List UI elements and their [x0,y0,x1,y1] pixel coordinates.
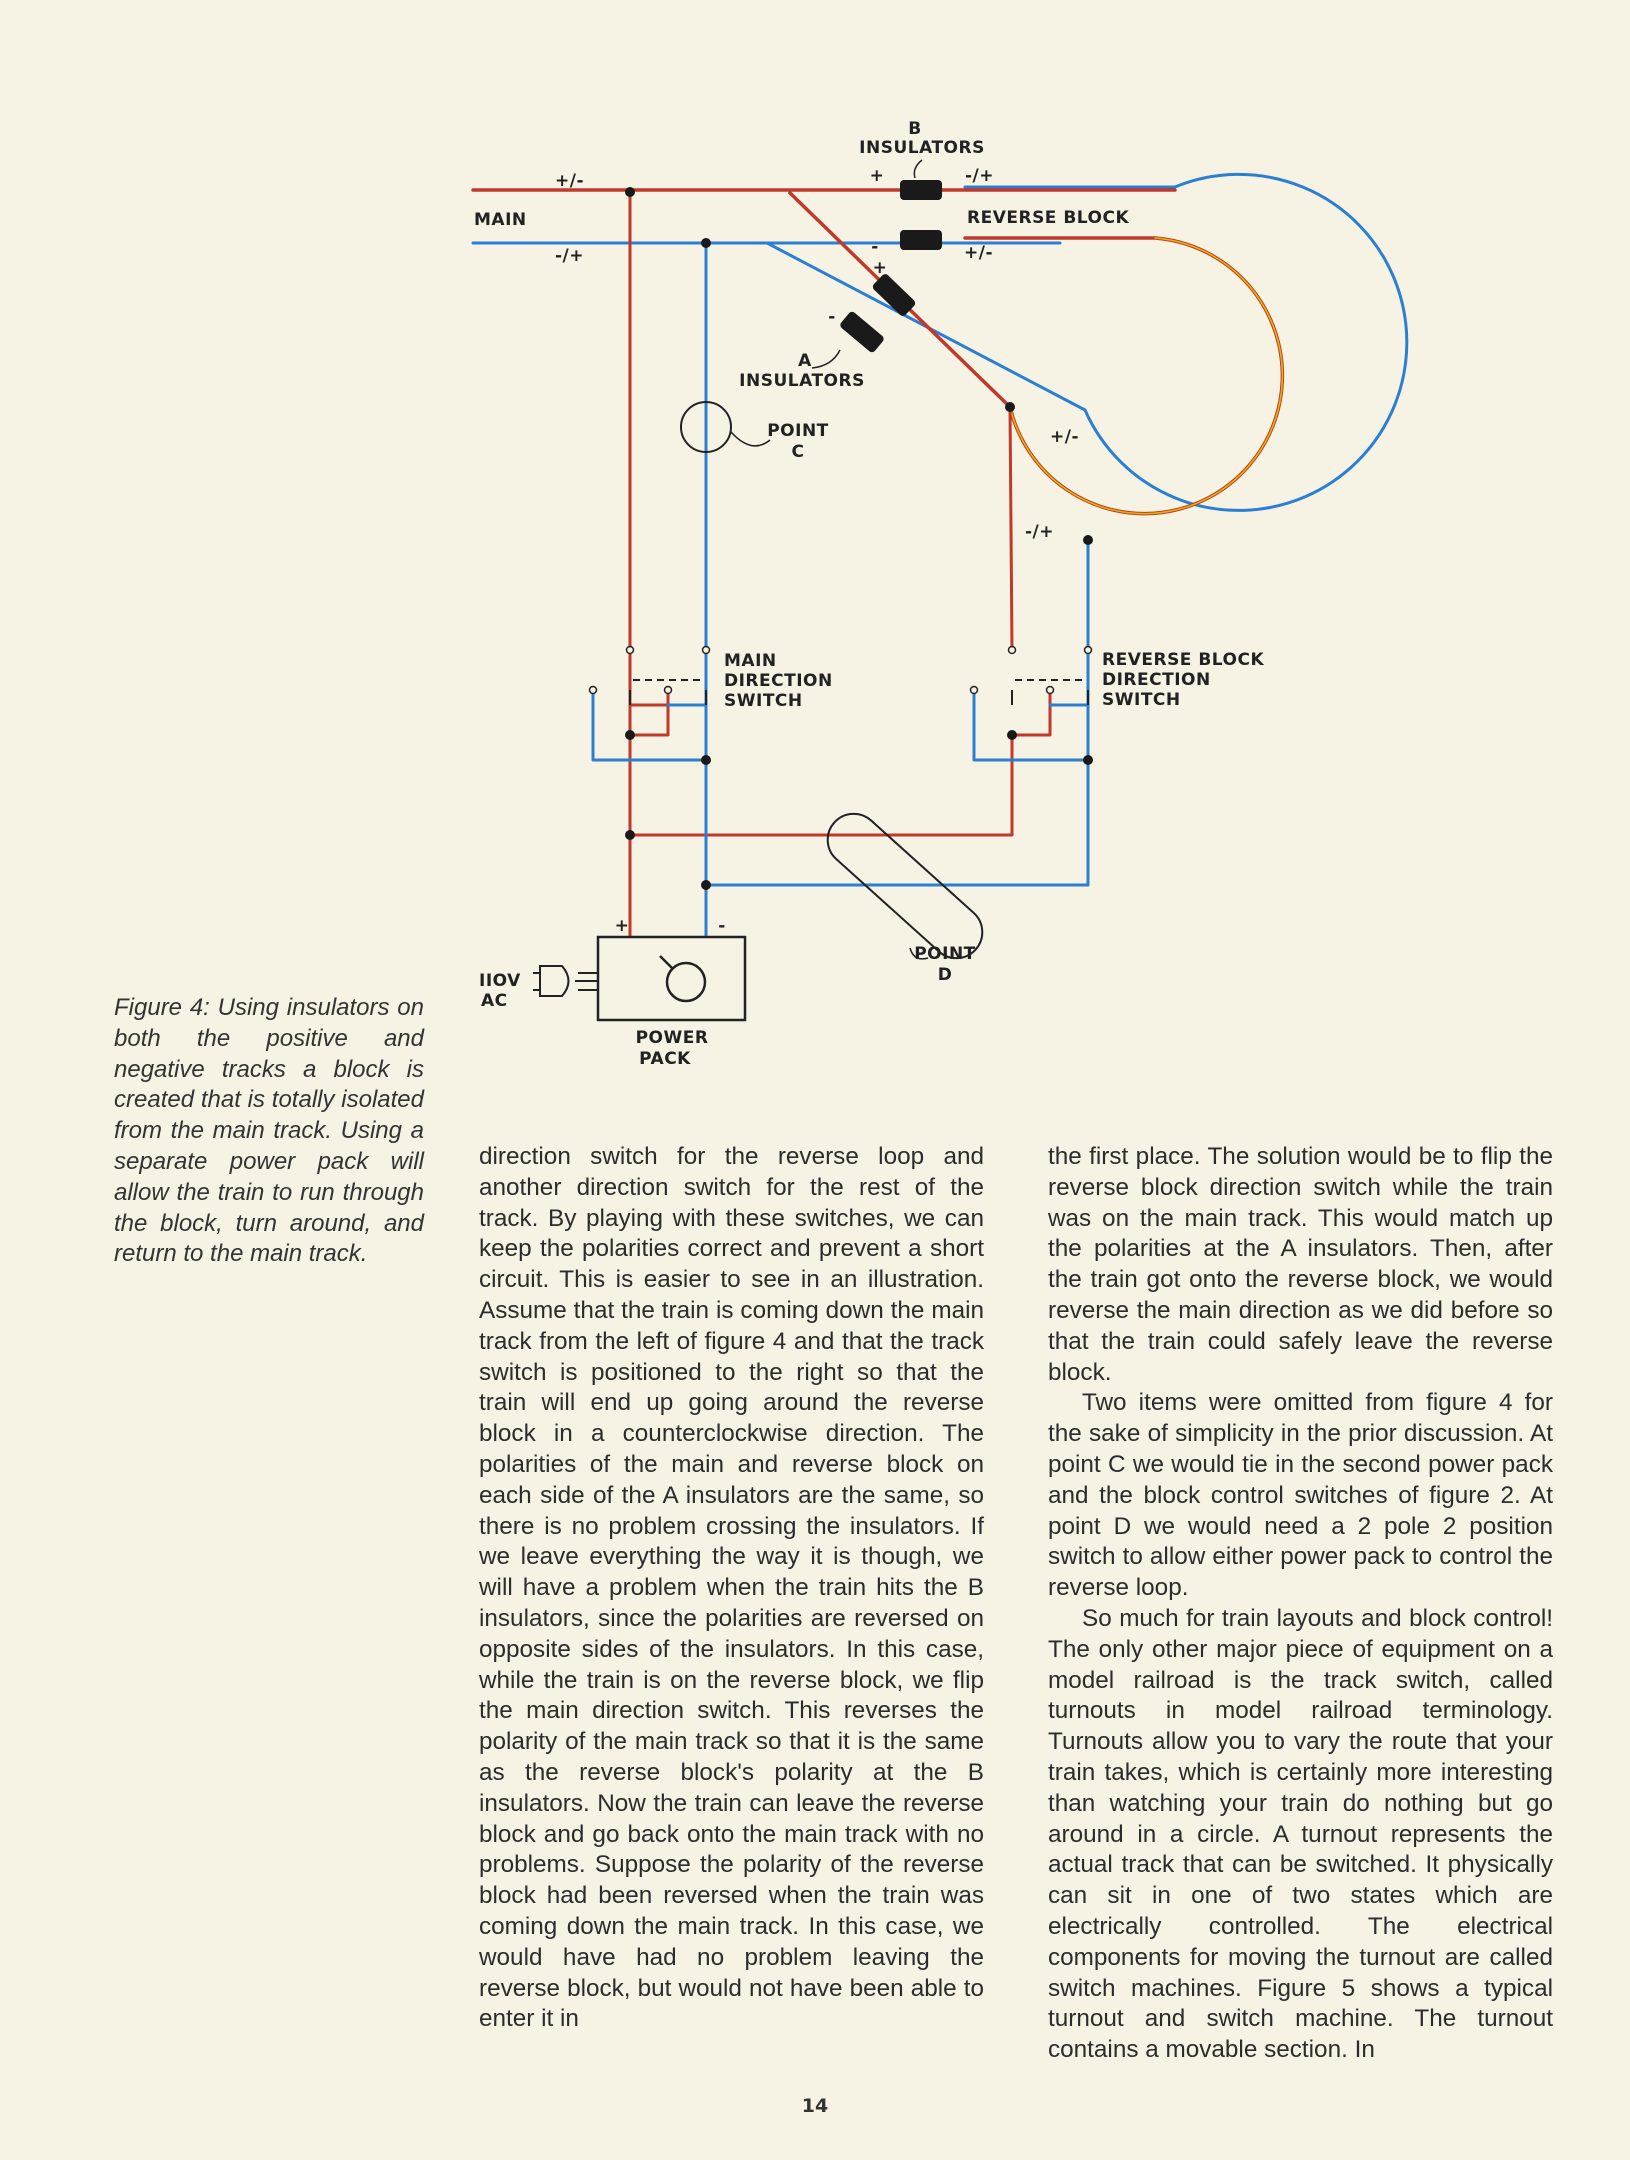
ac-plug-icon [533,965,598,997]
label-insulators-a: INSULATORS [739,371,865,391]
label-plus-a: + [873,258,888,278]
b-leader [913,159,923,179]
label-plus-b: + [870,166,885,186]
label-main-direction-switch-3: SWITCH [724,691,803,711]
insulator-a-red [872,274,916,316]
a-leader [811,349,841,369]
label-ac-voltage: IIOV [479,971,521,991]
label-pack-minus: - [718,916,726,936]
label-b: B [908,119,921,139]
label-insulators-b: INSULATORS [859,138,985,158]
switch-contact [663,685,673,695]
power-pack-box [596,935,747,1022]
paragraph: direction switch for the reverse loop an… [479,1143,984,2033]
label-minus-plus-b: -/+ [965,166,994,186]
label-point-d: POINT [914,944,976,964]
paragraph: Two items were omitted from figure 4 for… [1048,1389,1553,1602]
label-point-c-letter: C [792,442,805,462]
junction-dot [1083,755,1093,765]
power-pack-knob-icon [665,961,707,1003]
label-minus-plus-main: -/+ [555,246,584,266]
junction-dot [701,755,711,765]
figure-caption: Figure 4: Using insulators on both the p… [114,994,424,1268]
label-minus-a: - [828,307,836,327]
switch-contact [701,645,711,655]
label-point-d-letter: D [938,965,953,985]
red-wire-rev-switch [1010,688,1052,737]
rev-switch-pole [1011,690,1089,705]
label-pack-plus: + [615,916,630,936]
switch-contact [1083,645,1093,655]
label-a: A [798,351,812,371]
label-rev-direction-switch-2: DIRECTION [1102,670,1211,690]
blue-wire-rev-switch [972,688,1090,762]
junction-dot [701,880,711,890]
label-main-direction-switch-1: MAIN [724,651,777,671]
point-c-marker [680,401,732,453]
power-pack-knob-pointer [659,955,673,969]
label-power: POWER [636,1028,709,1048]
junction-dot [625,830,635,840]
label-ac: AC [481,991,508,1011]
label-plus-minus-main: +/- [555,171,584,191]
switch-contact [588,685,598,695]
label-rev-direction-switch-3: SWITCH [1102,690,1181,710]
label-point-c: POINT [767,421,829,441]
label-pack: PACK [639,1049,691,1069]
label-main-direction-switch-2: DIRECTION [724,671,833,691]
red-wire-loop-feed [1008,405,1014,652]
junction-dot [701,238,711,248]
body-column-left: direction switch for the reverse loop an… [479,1142,984,2035]
insulator-b-bottom [900,230,942,250]
point-c-leader [730,431,771,447]
label-rev-direction-switch-1: REVERSE BLOCK [1102,650,1264,670]
switch-contact [625,645,635,655]
switch-contact [969,685,979,695]
paragraph: So much for train layouts and block cont… [1048,1604,1553,2064]
paragraph: the first place. The solution would be t… [1048,1143,1553,1386]
switch-contact [1007,645,1017,655]
label-plus-minus-b: +/- [964,243,993,263]
main-track-negative [471,172,1409,512]
main-switch-pole [629,690,707,705]
label-minus-plus-loop: -/+ [1025,522,1054,542]
blue-wire-main-switch [591,688,708,762]
label-main: MAIN [474,210,527,230]
red-wire-main-switch [628,648,670,737]
label-reverse-block: REVERSE BLOCK [967,208,1129,228]
red-wire-bus [628,733,1014,837]
junction-dot [1007,730,1017,740]
junction-dot [1083,535,1093,545]
wiring-diagram: B INSULATORS + -/+ REVERSE BLOCK - +/- +… [471,119,1409,1069]
page-number: 14 [801,2095,829,2117]
point-d-marker [826,812,984,960]
switch-contact [1045,685,1055,695]
junction-dot [1005,402,1015,412]
blue-wire-bus [704,538,1090,887]
insulator-a-blue [840,311,884,353]
point-d-leader [909,947,929,960]
junction-dot [625,187,635,197]
body-column-right: the first place. The solution would be t… [1048,1142,1553,2066]
junction-dot [625,730,635,740]
label-plus-minus-loop: +/- [1050,427,1079,447]
insulator-b-top [900,180,942,200]
main-track-positive-highlight [1009,237,1284,515]
label-minus-b: - [871,237,879,257]
